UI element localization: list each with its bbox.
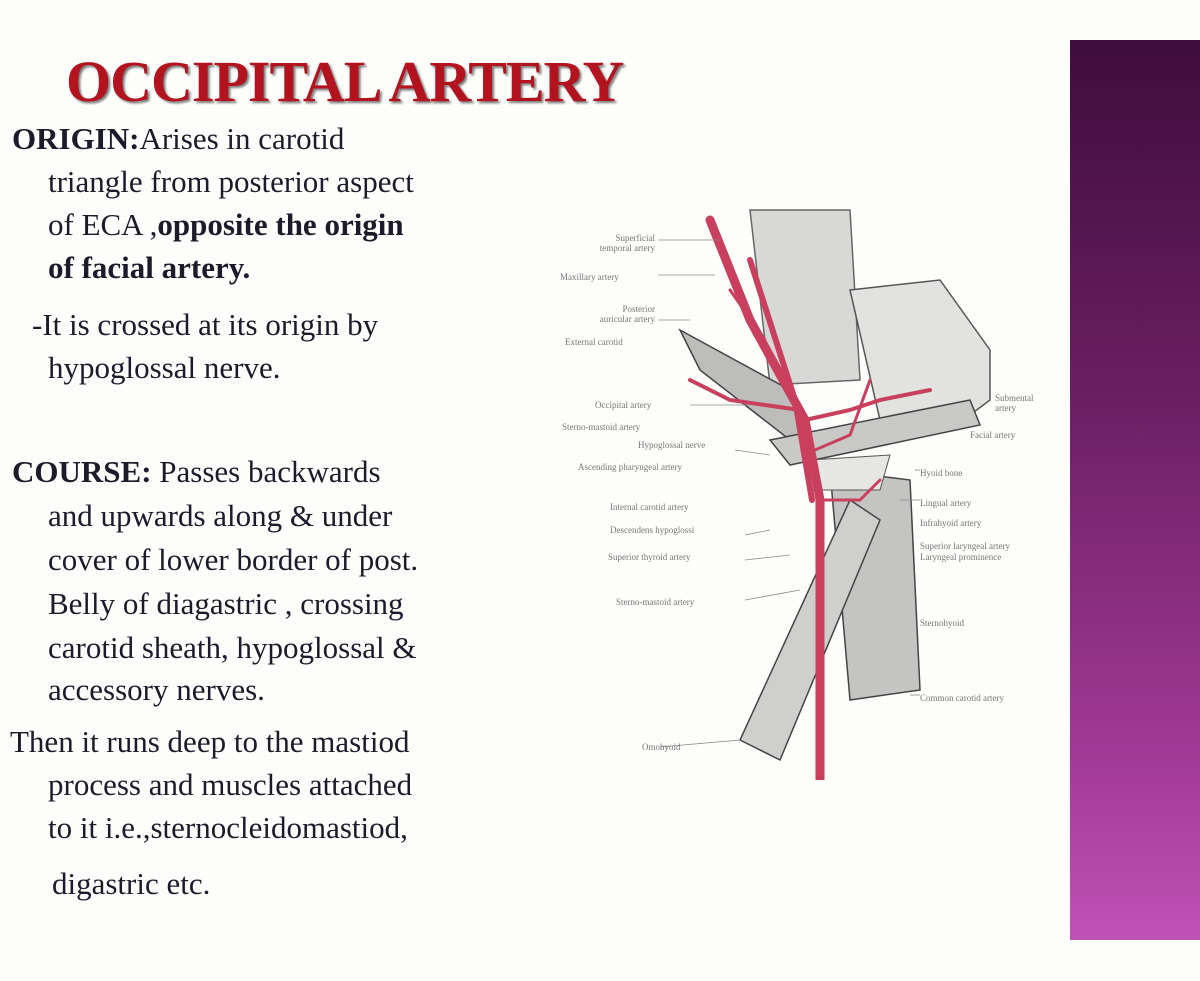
- label-hypoglossal-nerve: Hypoglossal nerve: [638, 440, 706, 450]
- label-infrahyoid-artery: Infrahyoid artery: [920, 518, 982, 528]
- label-lingual-artery: Lingual artery: [920, 498, 972, 508]
- label-external-carotid: External carotid: [565, 337, 623, 347]
- label-posterior-auricular-artery: Posterior auricular artery: [599, 304, 655, 324]
- then-line-4: digastric etc.: [52, 866, 211, 901]
- crossed-line-2: hypoglossal nerve.: [48, 350, 281, 385]
- label-laryngeal-prominence: Laryngeal prominence: [920, 552, 1002, 562]
- origin-line-1: ORIGIN:Arises in carotid: [12, 117, 344, 160]
- origin-text-3a: of ECA ,: [48, 207, 158, 242]
- label-common-carotid-artery: Common carotid artery: [920, 693, 1004, 703]
- origin-text-3b: opposite the origin: [157, 207, 404, 242]
- label-superior-thyroid-artery: Superior thyroid artery: [608, 552, 691, 562]
- label-sternohyoid: Sternohyoid: [920, 618, 964, 628]
- decorative-sidebar: [1070, 40, 1200, 940]
- label-omohyoid: Omohyoid: [642, 742, 681, 752]
- label-submental-artery: Submental artery: [995, 393, 1034, 413]
- origin-line-3: of ECA ,opposite the origin: [48, 203, 404, 246]
- origin-line-2: triangle from posterior aspect: [48, 164, 414, 199]
- label-sterno-mastoid-artery: Sterno-mastoid artery: [562, 422, 641, 432]
- course-line-5: carotid sheath, hypoglossal &: [48, 630, 417, 665]
- course-line-2: and upwards along & under: [48, 498, 393, 533]
- then-line-1: Then it runs deep to the mastiod: [10, 724, 410, 759]
- label-sterno-mastoid-artery-2: Sterno-mastoid artery: [616, 597, 695, 607]
- course-text: Passes backwards: [151, 454, 381, 489]
- origin-line-4: of facial artery.: [48, 250, 251, 285]
- course-line-1: COURSE: Passes backwards: [12, 450, 381, 493]
- label-descendens-hypoglossi: Descendens hypoglossi: [610, 525, 695, 535]
- label-ascending-pharyngeal-artery: Ascending pharyngeal artery: [578, 462, 682, 472]
- slide-title: OCCIPITAL ARTERY: [66, 49, 624, 114]
- neck-anatomy-illustration: [658, 209, 991, 785]
- then-line-3: to it i.e.,sternocleidomastiod,: [48, 810, 408, 845]
- anatomy-diagram: Superficial temporal artery Maxillary ar…: [550, 200, 1070, 785]
- origin-text: Arises in carotid: [139, 121, 345, 156]
- label-facial-artery: Facial artery: [970, 430, 1016, 440]
- label-internal-carotid-artery: Internal carotid artery: [610, 502, 689, 512]
- course-line-3: cover of lower border of post.: [48, 542, 419, 577]
- crossed-line-1: -It is crossed at its origin by: [32, 307, 379, 342]
- then-line-2: process and muscles attached: [48, 767, 413, 802]
- label-superficial-temporal-artery: Superficial temporal artery: [599, 233, 655, 253]
- label-occipital-artery: Occipital artery: [595, 400, 652, 410]
- label-maxillary-artery: Maxillary artery: [560, 272, 619, 282]
- course-line-4: Belly of diagastric , crossing: [48, 586, 404, 621]
- course-heading: COURSE:: [12, 454, 152, 489]
- origin-heading: ORIGIN:: [12, 121, 140, 156]
- label-superior-laryngeal-artery: Superior laryngeal artery: [920, 541, 1010, 551]
- course-line-6: accessory nerves.: [48, 672, 265, 707]
- label-hyoid-bone: Hyoid bone: [920, 468, 963, 478]
